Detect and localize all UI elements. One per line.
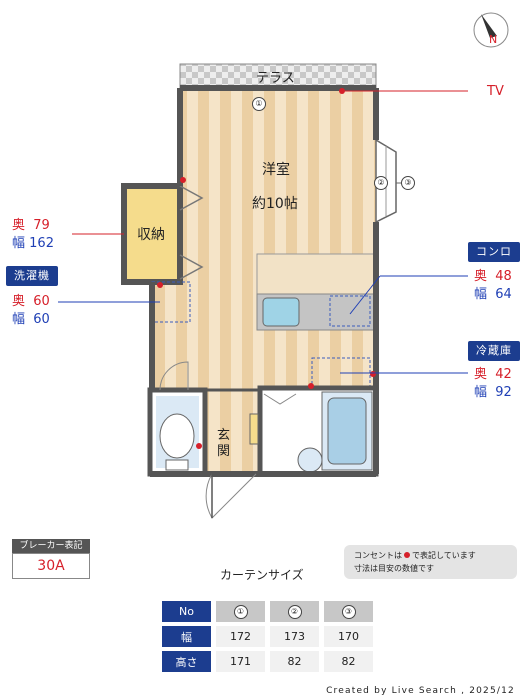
stove-area <box>329 295 371 327</box>
curtain-col-2-label: ② <box>287 605 302 619</box>
fridge-width-label: 幅 <box>474 385 488 400</box>
toilet <box>159 413 195 459</box>
shoe-box <box>249 413 259 445</box>
notes-line-2: 寸法は目安の数値です <box>354 564 434 573</box>
entrance-door-swing <box>205 473 257 519</box>
storage-width-label: 幅 <box>12 236 26 251</box>
washbasin <box>297 447 323 473</box>
notes-line-1: コンセントは で表記しています <box>354 549 517 562</box>
compass <box>473 12 509 48</box>
hallway-floor <box>150 280 260 390</box>
table-cell: 173 <box>270 626 319 647</box>
washroom-door <box>263 393 297 405</box>
stove-dimensions: 奥 48 幅 64 <box>474 268 512 304</box>
table-row: 幅 172 173 170 <box>162 626 373 647</box>
closet-door-upper <box>179 185 204 211</box>
table-cell: 170 <box>324 626 373 647</box>
credit-text: Created by Live Search , 2025/12 <box>326 686 515 696</box>
curtain-table: No ① ② ③ 幅 172 173 170 高さ 171 82 82 <box>157 597 378 676</box>
storage-width-value: 162 <box>29 236 54 251</box>
storage-depth-value: 79 <box>33 218 50 233</box>
storage-depth-label: 奥 <box>12 218 26 233</box>
stove-depth-label: 奥 <box>474 269 488 284</box>
storage-dimensions: 奥 79 幅 162 <box>12 217 54 253</box>
counter-top <box>256 253 377 295</box>
row-label-height: 高さ <box>162 651 211 672</box>
toilet-door-swing <box>159 361 189 391</box>
fridge-depth-label: 奥 <box>474 367 488 382</box>
exterior-walls <box>149 85 379 477</box>
window-3-marker: ③ <box>401 176 415 190</box>
table-row: 高さ 171 82 82 <box>162 651 373 672</box>
fridge-depth-value: 42 <box>495 367 512 382</box>
curtain-col-1-label: ① <box>233 605 248 619</box>
stove-width-value: 64 <box>495 287 512 302</box>
washer-depth-label: 奥 <box>12 294 26 309</box>
washer-tag: 洗濯機 <box>6 266 58 286</box>
floor-plan <box>58 12 509 519</box>
tv-label: TV <box>487 84 504 99</box>
terrace-label: テラス <box>256 71 295 86</box>
notes-box: コンセントは で表記しています 寸法は目安の数値です <box>344 545 517 579</box>
terrace <box>179 63 377 89</box>
breaker-label: ブレーカー表記 <box>12 539 90 553</box>
curtain-header-row: No ① ② ③ <box>162 601 373 622</box>
room-size: 約10帖 <box>252 196 298 212</box>
curtain-col-3-label: ③ <box>341 605 356 619</box>
room-name: 洋室 <box>262 162 290 178</box>
curtain-title: カーテンサイズ <box>220 568 304 582</box>
washer-dimensions: 奥 60 幅 60 <box>12 293 50 329</box>
entrance-label: 玄関 <box>217 428 231 459</box>
curtain-col-2: ② <box>270 601 319 622</box>
storage-label: 収納 <box>137 227 165 243</box>
curtain-col-1: ① <box>216 601 265 622</box>
row-label-width: 幅 <box>162 626 211 647</box>
notes-line-1-b: で表記しています <box>412 551 476 560</box>
outlet-legend-icon <box>404 552 410 558</box>
breaker-value: 30A <box>12 553 90 579</box>
table-cell: 82 <box>324 651 373 672</box>
fridge-width-value: 92 <box>495 385 512 400</box>
curtain-col-3: ③ <box>324 601 373 622</box>
notes-line-1-a: コンセントは <box>354 551 402 560</box>
table-cell: 172 <box>216 626 265 647</box>
curtain-header-label: No <box>162 601 211 622</box>
window-1-marker: ① <box>252 97 266 111</box>
stove-width-label: 幅 <box>474 287 488 302</box>
fridge-tag: 冷蔵庫 <box>468 341 520 361</box>
closet-door-lower <box>179 254 204 280</box>
washer-width-value: 60 <box>33 312 50 327</box>
washer-width-label: 幅 <box>12 312 26 327</box>
table-cell: 82 <box>270 651 319 672</box>
window-2-marker: ② <box>374 176 388 190</box>
washer-depth-value: 60 <box>33 294 50 309</box>
kitchen-sink <box>262 297 300 327</box>
compass-letter: N <box>489 33 498 46</box>
table-cell: 171 <box>216 651 265 672</box>
stove-tag: コンロ <box>468 242 520 262</box>
fridge-dimensions: 奥 42 幅 92 <box>474 366 512 402</box>
stove-depth-value: 48 <box>495 269 512 284</box>
